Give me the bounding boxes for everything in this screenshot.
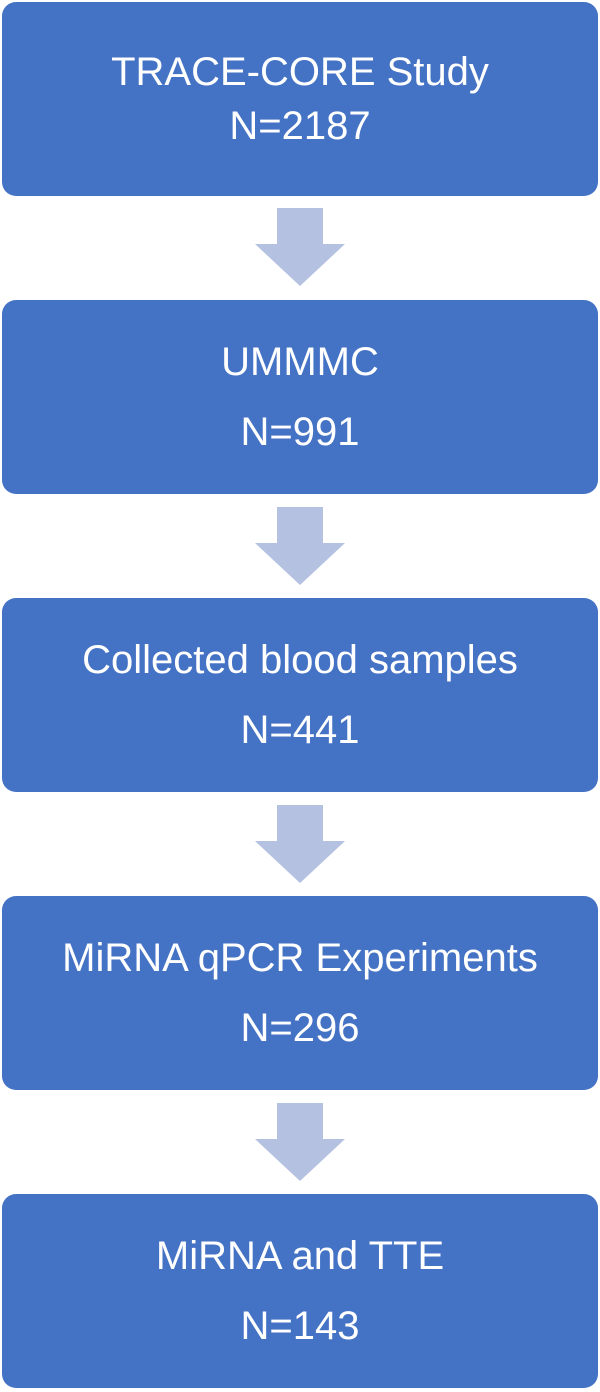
down-arrow-icon bbox=[255, 1103, 345, 1181]
flow-step-count: N=2187 bbox=[229, 104, 371, 148]
down-arrow-icon bbox=[255, 208, 345, 286]
flow-step-trace-core: TRACE-CORE Study N=2187 bbox=[2, 2, 598, 196]
flow-step-mirna-qpcr: MiRNA qPCR Experiments N=296 bbox=[2, 896, 598, 1090]
flow-step-label: TRACE-CORE Study bbox=[111, 50, 489, 94]
flow-step-blood-samples: Collected blood samples N=441 bbox=[2, 598, 598, 792]
flow-step-label: MiRNA and TTE bbox=[155, 1234, 445, 1278]
down-arrow-icon bbox=[255, 805, 345, 883]
down-arrow-icon bbox=[255, 507, 345, 585]
flow-step-label: Collected blood samples bbox=[82, 638, 518, 682]
flow-step-count: N=991 bbox=[240, 410, 360, 454]
flow-step-mirna-tte: MiRNA and TTE N=143 bbox=[2, 1194, 598, 1388]
flow-step-ummmc: UMMMC N=991 bbox=[2, 300, 598, 494]
flow-step-label: UMMMC bbox=[221, 340, 379, 384]
flow-step-count: N=441 bbox=[240, 708, 360, 752]
flow-step-count: N=143 bbox=[240, 1304, 360, 1348]
flow-step-count: N=296 bbox=[240, 1006, 360, 1050]
flow-step-label: MiRNA qPCR Experiments bbox=[62, 936, 538, 980]
